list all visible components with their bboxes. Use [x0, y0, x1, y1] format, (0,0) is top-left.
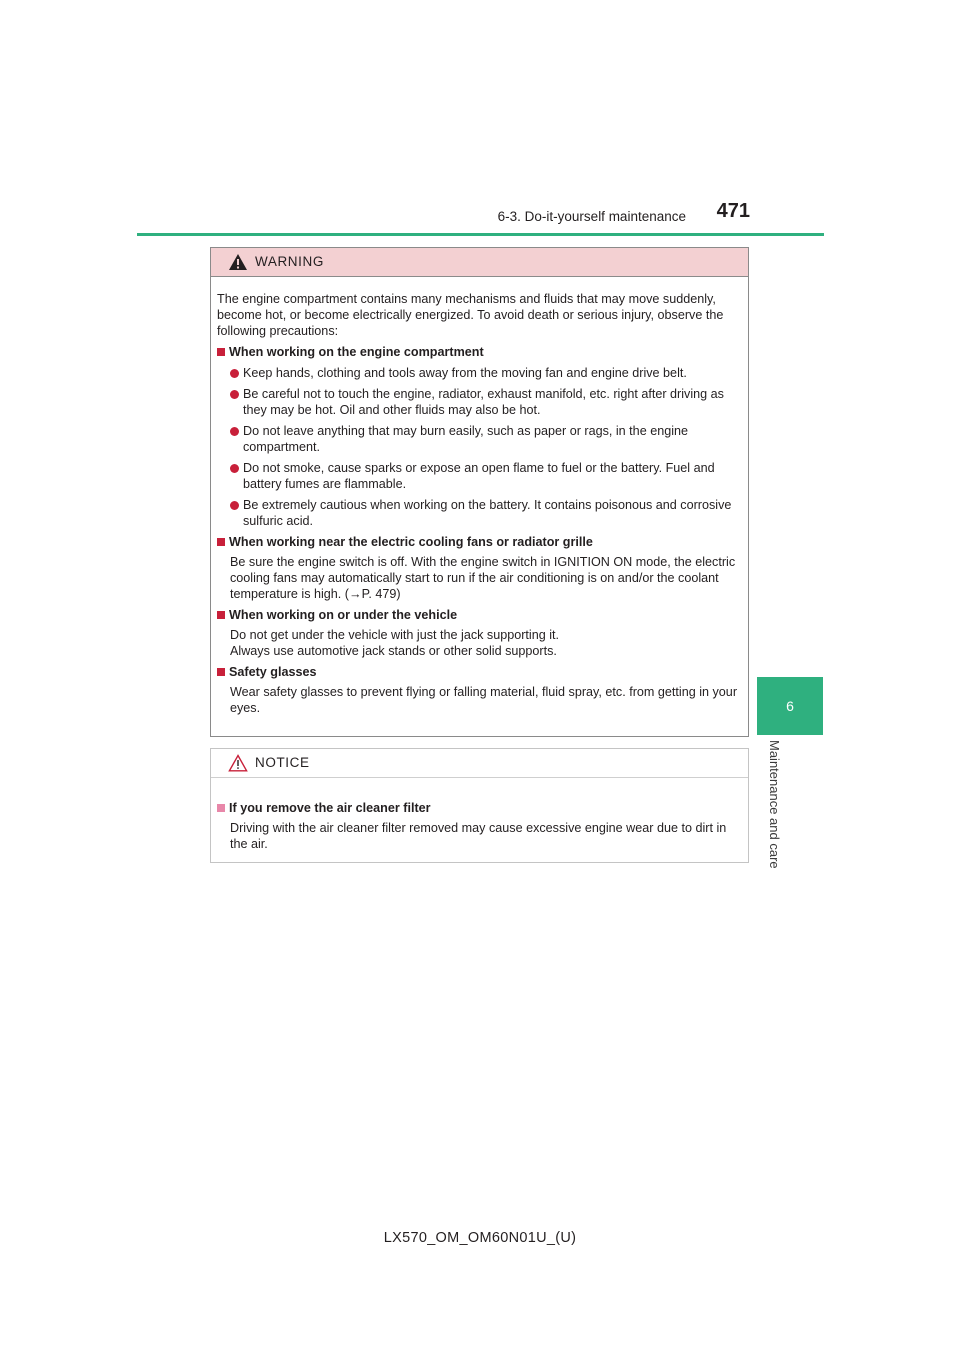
- warning-body: The engine compartment contains many mec…: [217, 291, 742, 716]
- warning-header: WARNING: [211, 248, 748, 277]
- notice-body: If you remove the air cleaner filter Dri…: [217, 795, 742, 852]
- list-item: Keep hands, clothing and tools away from…: [217, 365, 742, 381]
- section-text: Driving with the air cleaner filter remo…: [230, 821, 727, 851]
- section-title: When working near the electric cooling f…: [217, 534, 742, 550]
- header-section-title: 6-3. Do-it-yourself maintenance: [497, 209, 686, 224]
- header-rule: [137, 233, 824, 236]
- warning-title: WARNING: [255, 254, 324, 269]
- section-text: Be sure the engine switch is off. With t…: [230, 555, 736, 601]
- footer-code: LX570_OM_OM60N01U_(U): [383, 1230, 577, 1246]
- chapter-label: Maintenance and care: [767, 740, 782, 869]
- notice-header: NOTICE: [211, 749, 748, 778]
- section-title: When working on or under the vehicle: [217, 607, 742, 623]
- section-text: Wear safety glasses to prevent flying or…: [230, 685, 738, 715]
- notice-triangle-icon: [228, 754, 248, 772]
- section-title: Safety glasses: [217, 664, 742, 680]
- section-text: Do not get under the vehicle with just t…: [230, 628, 560, 658]
- notice-box: NOTICE If you remove the air cleaner fil…: [210, 748, 749, 863]
- list-item: Be careful not to touch the engine, radi…: [217, 386, 742, 418]
- section-title: If you remove the air cleaner filter: [217, 800, 742, 816]
- list-item: Do not smoke, cause sparks or expose an …: [217, 460, 742, 492]
- list-item: Do not leave anything that may burn easi…: [217, 423, 742, 455]
- page-number: 471: [716, 200, 750, 222]
- list-item: Be extremely cautious when working on th…: [217, 497, 742, 529]
- notice-title: NOTICE: [255, 755, 310, 770]
- warning-triangle-icon: [229, 254, 247, 270]
- warning-intro: The engine compartment contains many mec…: [217, 292, 724, 338]
- chapter-tab[interactable]: 6: [757, 677, 823, 735]
- section-title: When working on the engine compartment: [217, 344, 742, 360]
- warning-box: WARNING The engine compartment contains …: [210, 247, 749, 737]
